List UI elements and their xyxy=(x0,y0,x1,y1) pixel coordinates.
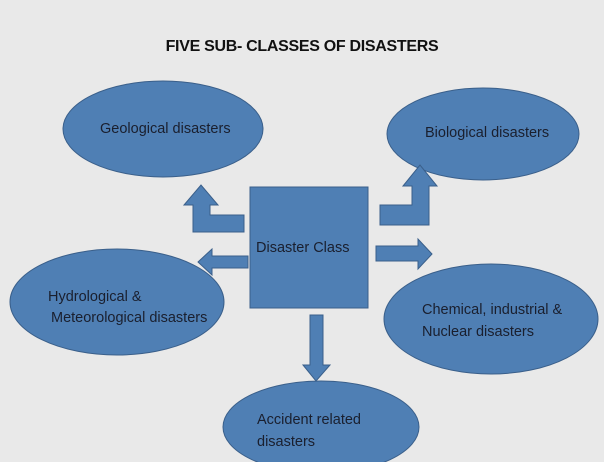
node-accident-related-label-line1: Accident related xyxy=(257,412,361,428)
node-geological-label: Geological disasters xyxy=(100,121,231,137)
diagram-title: FIVE SUB- CLASSES OF DISASTERS xyxy=(165,38,439,55)
node-chemical-industrial-nuclear-label-line2: Nuclear disasters xyxy=(422,324,535,340)
node-hydro-meteorological-label-line1: Hydrological & xyxy=(48,289,142,305)
center-box-shape xyxy=(249,186,369,309)
node-geological-shape xyxy=(62,80,264,178)
arrow-to-chemical-industrial-nuclear xyxy=(375,237,433,271)
node-chemical-industrial-nuclear-label-line1: Chemical, industrial & xyxy=(422,302,563,318)
node-accident-related-shape xyxy=(222,380,420,462)
center-box-label: Disaster Class xyxy=(256,240,350,256)
node-hydro-meteorological-shape xyxy=(9,248,225,356)
node-accident-related-label-line2: disasters xyxy=(257,434,316,450)
arrow-to-geological xyxy=(182,184,245,233)
arrow-to-biological xyxy=(379,164,439,226)
arrow-to-hydro-meteorological xyxy=(197,247,249,277)
node-hydro-meteorological-label-line2: Meteorological disasters xyxy=(51,310,208,326)
node-biological-label: Biological disasters xyxy=(425,125,550,141)
node-chemical-industrial-nuclear-shape xyxy=(383,263,599,375)
node-biological-shape xyxy=(386,87,580,181)
arrow-to-accident-related xyxy=(301,314,332,382)
